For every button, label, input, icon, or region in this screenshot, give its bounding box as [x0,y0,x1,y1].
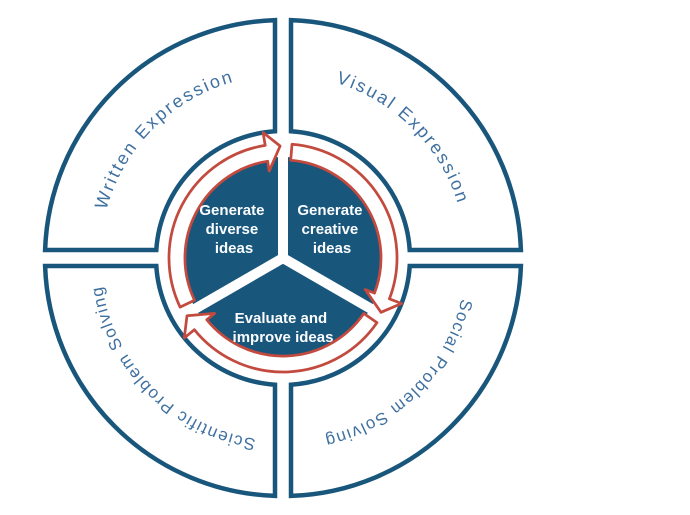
sector-divider-lower-right [280,253,380,317]
sector-left-line3: ideas [215,240,253,257]
sector-left-line2: diverse [206,221,259,238]
quadrant-bottom-right [288,263,524,499]
quadrant-bottom-left [42,263,278,499]
sector-bottom-line2: improve ideas [233,329,334,346]
clockwise-arrow-icon-right [289,142,403,314]
clockwise-arrow-icon-left [167,131,282,309]
sector-label-left: Generate diverse ideas [199,202,268,257]
sector-right-line2: creative [302,221,359,238]
sector-divider-lower-left [186,253,286,317]
inner-cycle: Generate diverse ideas Generate creative… [167,131,403,374]
sector-left-line1: Generate [199,202,264,219]
outer-ring [42,17,524,499]
sector-right-line3: ideas [313,240,351,257]
sector-label-right: Generate creative ideas [297,202,366,257]
sector-label-bottom: Evaluate and improve ideas [233,310,334,346]
clockwise-arrow-icon-bottom [182,312,379,374]
quadrant-top-right [288,17,524,253]
sector-bottom-line1: Evaluate and [235,310,328,327]
sector-right-line1: Generate [297,202,362,219]
quadrant-top-left [42,17,278,253]
